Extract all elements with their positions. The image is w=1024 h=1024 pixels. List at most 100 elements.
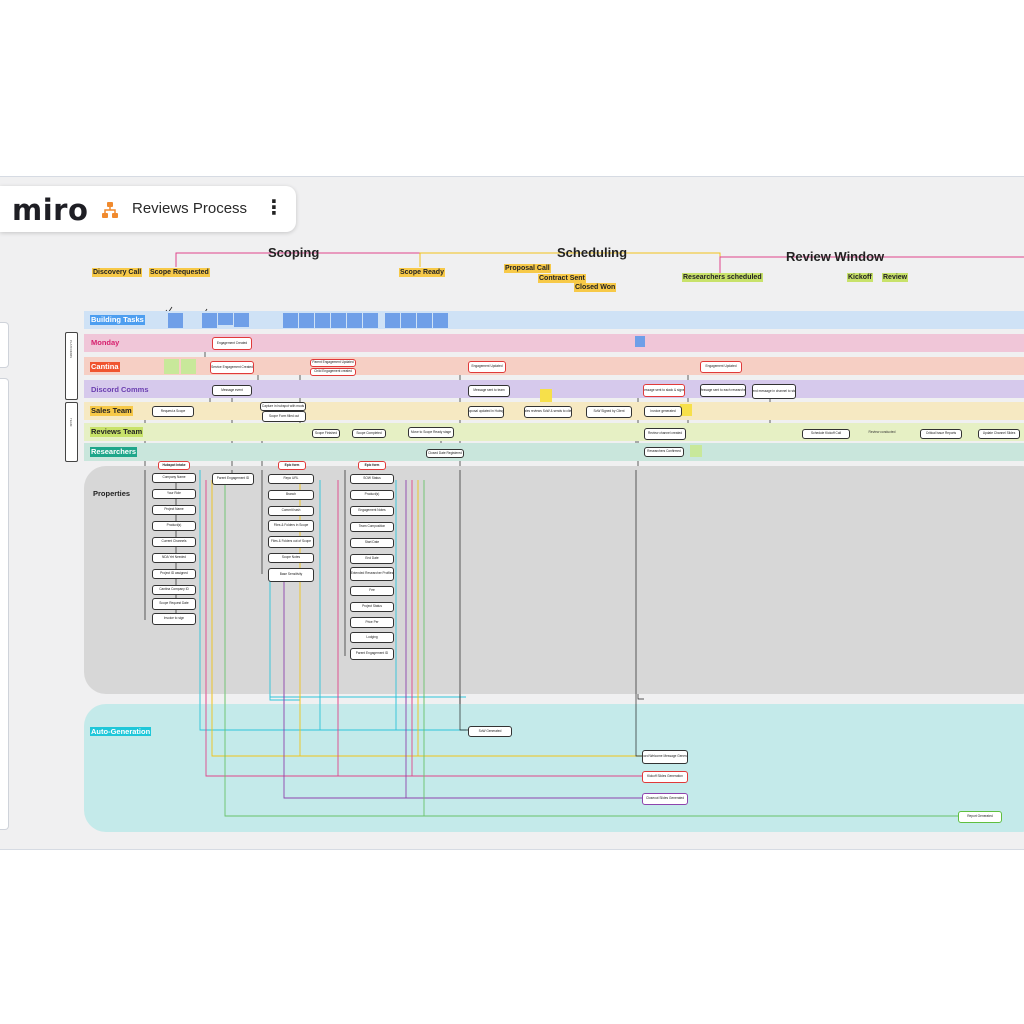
task-block[interactable]	[168, 313, 183, 328]
field-fee[interactable]: Fee	[350, 586, 394, 596]
field-price-per[interactable]: Price Per	[350, 617, 394, 628]
task-block[interactable]	[234, 313, 249, 327]
node-scope-form-filled[interactable]: Scope Form filled out	[262, 411, 306, 422]
task-block[interactable]	[331, 313, 346, 328]
field-project-name[interactable]: Project Name	[152, 505, 196, 515]
task-block[interactable]	[385, 313, 400, 328]
sticky-note-yellow[interactable]	[680, 404, 692, 416]
task-block[interactable]	[401, 313, 416, 328]
left-panel-edge[interactable]	[0, 322, 9, 368]
field-end-date[interactable]: End Date	[350, 554, 394, 564]
node-request-scope[interactable]: Request a Scope	[152, 406, 194, 417]
kebab-menu-icon[interactable]: ⋮	[264, 197, 284, 219]
sticky-note-yellow[interactable]	[540, 389, 552, 402]
field-team-composition[interactable]: Team Composition	[350, 522, 394, 532]
field-branch[interactable]: Branch	[268, 490, 314, 500]
field-current-channels[interactable]: Current Channels	[152, 537, 196, 547]
field-start-date[interactable]: Start Date	[350, 538, 394, 548]
node-message-sent-to-slack[interactable]: Message sent to slack & signed	[643, 384, 685, 397]
gen-closeout-slides[interactable]: Closeout Slides Generated	[642, 793, 688, 805]
task-block[interactable]	[433, 313, 448, 328]
field-extended-researcher[interactable]: Extended Researcher Profiles	[350, 567, 394, 581]
node-engagement-updated-2[interactable]: Engagement Updated	[700, 361, 742, 373]
lane-label-sales-team: Sales Team	[90, 406, 133, 416]
node-sales-review[interactable]: Sales reviews SoW & sends to client	[524, 406, 572, 418]
field-your-role[interactable]: Your Role	[152, 489, 196, 499]
node-scope-finished[interactable]: Scope Finished	[312, 429, 340, 438]
node-update-channel[interactable]: Update Channel Slides	[978, 429, 1020, 439]
lane-label-building-tasks: Building Tasks	[90, 315, 145, 325]
field-commit-hash[interactable]: Commit hash	[268, 506, 314, 516]
field-repo-url[interactable]: Repo URL	[268, 474, 314, 484]
node-sow-signed[interactable]: SoW Signed by Client	[586, 406, 632, 418]
node-child-engagement-created[interactable]: Child Engagement created	[310, 368, 356, 376]
node-closed-date-registered[interactable]: Closed Date Registered	[426, 449, 464, 458]
header-epic-form-1: Epic form	[278, 461, 306, 470]
field-parent-engagement-id[interactable]: Parent Engagement ID	[212, 473, 254, 485]
task-block[interactable]	[635, 336, 645, 347]
field-base-sensitivity[interactable]: Base Sensitivity	[268, 568, 314, 582]
task-block[interactable]	[299, 313, 314, 328]
task-block[interactable]	[218, 313, 233, 325]
field-files-folders-out[interactable]: Files & Folders out of Scope	[268, 536, 314, 548]
node-engagement-created[interactable]: Engagement Created	[212, 337, 252, 350]
task-block[interactable]	[417, 313, 432, 328]
auto-generation-region[interactable]	[84, 704, 1024, 832]
node-researchers-confirmed[interactable]: Researchers Confirmed	[644, 447, 684, 457]
field-lodging[interactable]: Lodging	[350, 632, 394, 643]
task-block[interactable]	[363, 313, 378, 328]
sticky-note-green[interactable]	[181, 359, 196, 374]
milestone-scope-ready: Scope Ready	[399, 268, 445, 277]
sticky-note-green[interactable]	[690, 445, 702, 457]
field-products-2[interactable]: Product(s)	[350, 490, 394, 500]
field-scope-notes[interactable]: Scope Notes	[268, 553, 314, 563]
properties-region[interactable]	[84, 466, 1024, 694]
field-parent-engagement-id-2[interactable]: Parent Engagement ID	[350, 648, 394, 660]
node-message-sent-to-team[interactable]: Message sent to team	[468, 385, 510, 397]
node-parent-engagement-updated[interactable]: Parent Engagement Updated	[310, 359, 356, 367]
field-files-folders-in[interactable]: Files & Folders in Scope	[268, 520, 314, 532]
gen-discord-welcome[interactable]: Discord Welcome Message Generated	[642, 750, 688, 764]
task-block[interactable]	[283, 313, 298, 328]
node-message-event[interactable]: Message event	[212, 385, 252, 396]
node-scope-completed[interactable]: Scope Completed	[352, 429, 386, 438]
node-review-channel[interactable]: Review channel created	[644, 428, 686, 440]
node-proposal-updated[interactable]: Proposal updated in Hubspot	[468, 406, 504, 418]
team-group-label: TEAM	[69, 418, 73, 427]
gen-kickoff-slides[interactable]: Kickoff Slides Generation	[642, 771, 688, 783]
board-title[interactable]: Reviews Process	[132, 200, 248, 217]
node-critical-issue-reports[interactable]: Critical Issue Reports	[920, 429, 962, 439]
field-company-name[interactable]: Company Name	[152, 473, 196, 483]
node-message-to-researchers[interactable]: Message sent to each researcher	[700, 384, 746, 397]
field-invoice-to-sign[interactable]: Invoice to sign	[152, 613, 196, 625]
miro-logo[interactable]: miro	[12, 193, 89, 227]
task-block[interactable]	[202, 313, 217, 328]
task-block[interactable]	[315, 313, 330, 328]
sticky-note-green[interactable]	[164, 359, 179, 374]
lane-monday[interactable]	[84, 334, 1024, 352]
milestone-contract-sent: Contract Sent	[538, 274, 586, 283]
field-cantina-company-id[interactable]: Cantina Company ID	[152, 585, 196, 595]
lane-researchers[interactable]	[84, 443, 1024, 461]
field-sow-status[interactable]: SOW Status	[350, 474, 394, 484]
field-nda-needed[interactable]: NDA Yet Needed	[152, 553, 196, 563]
gen-report-generated[interactable]: Report Generated	[958, 811, 1002, 823]
task-block[interactable]	[347, 313, 362, 328]
node-send-message-channel[interactable]: Send message in channel to start	[752, 384, 796, 399]
lane-label-researchers: Researchers	[90, 447, 138, 457]
gen-sow-generated[interactable]: SoW Generated	[468, 726, 512, 737]
field-project-status[interactable]: Project Status	[350, 602, 394, 612]
node-engagement-updated-1[interactable]: Engagement Updated	[468, 361, 506, 373]
node-service-engagement[interactable]: Service Engagement Created	[210, 361, 254, 374]
node-schedule-kickoff[interactable]: Schedule Kickoff Call	[802, 429, 850, 439]
node-invoice-generated[interactable]: Invoice generated	[644, 406, 682, 417]
org-chart-icon[interactable]	[100, 200, 120, 220]
node-move-to-scope-ready[interactable]: Move to Scope Ready stage	[408, 427, 454, 438]
board-toolbar: miro Reviews Process ⋮	[0, 186, 296, 232]
left-panel-edge[interactable]	[0, 378, 9, 830]
field-products[interactable]: Product(s)	[152, 521, 196, 531]
field-project-assigned[interactable]: Project ID assigned	[152, 569, 196, 579]
field-engagement-notes[interactable]: Engagement Notes	[350, 506, 394, 516]
field-scope-request-date[interactable]: Scope Request Date	[152, 598, 196, 610]
node-capture-in-hubspot[interactable]: Capture in hubspot with mods	[260, 402, 306, 411]
